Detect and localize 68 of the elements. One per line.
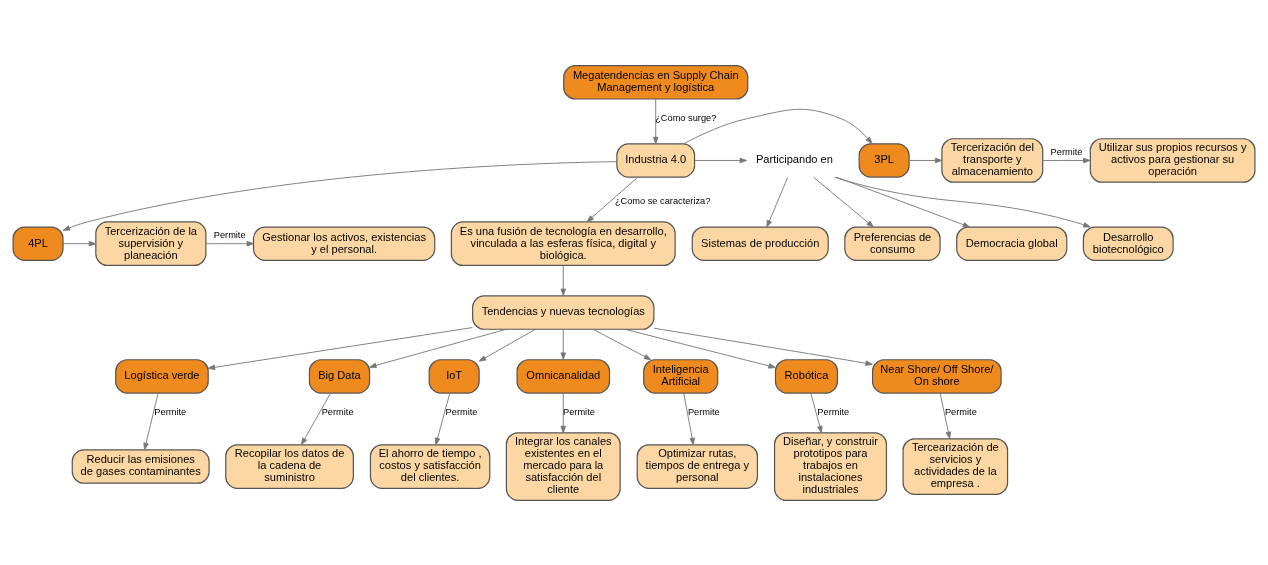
node-box: Logística verde — [115, 358, 209, 394]
node-box: El ahorro de tiempo , costos y satisfacción del clientes. — [369, 443, 491, 489]
arrow — [478, 328, 536, 362]
edge-label: ¿Como se caracteriza? — [614, 195, 711, 206]
node-box: Tendencias y nuevas tecnologías — [472, 294, 655, 330]
arrow — [653, 327, 873, 366]
arrow — [813, 176, 874, 227]
node-box: Utilizar sus propios recursos y activos para gestionar su operación — [1089, 137, 1256, 183]
arrow — [1042, 157, 1091, 163]
arrow — [653, 98, 659, 144]
edge-label: Permite — [817, 406, 850, 417]
edge-label: ¿Como surge? — [655, 112, 717, 123]
node-box: 4PL — [12, 225, 64, 261]
node-text: Participando en — [755, 152, 833, 165]
arrow — [766, 176, 789, 227]
edge-label: Permite — [445, 406, 478, 417]
arrow — [836, 176, 971, 227]
node-box: Preferencias de consumo — [844, 225, 941, 261]
node-box: Reducir las emisiones de gases contaminantes — [71, 448, 210, 484]
node-box: Optimizar rutas, tiempos de entrega y personal — [636, 443, 759, 489]
arrow — [694, 157, 747, 163]
arrow — [434, 392, 451, 445]
node-box: Es una fusión de tecnología en desarrollo, vinculada a las esferas física, digital y biológica. — [450, 220, 676, 266]
arrow — [62, 240, 97, 246]
edge-label: Permite — [1050, 146, 1083, 157]
edge-label: Permite — [321, 406, 354, 417]
arrow — [683, 108, 873, 144]
arrow — [62, 160, 618, 231]
arrow — [810, 392, 823, 433]
arrow — [560, 328, 566, 360]
arrow — [369, 328, 507, 368]
arrow — [205, 240, 254, 246]
node-box: Robótica — [774, 358, 839, 394]
node-box: Near Shore/ Off Shore/ On shore — [871, 358, 1002, 394]
node-box: Industria 4.0 — [616, 142, 696, 178]
node-box: Gestionar los activos, existencias y el personal. — [252, 225, 436, 261]
edge-label: Permite — [687, 406, 720, 417]
arrow — [939, 392, 951, 439]
arrow — [143, 392, 159, 450]
node-box: Megatendencias en Supply Chain Management y logística — [563, 64, 749, 100]
arrow — [909, 157, 943, 163]
edge-label: Permite — [154, 406, 187, 417]
node-box: Omnicanalidad — [516, 358, 611, 394]
arrow — [592, 328, 652, 360]
arrow — [300, 392, 331, 445]
node-box: Diseñar, y construir prototipos para trabajos en instalaciones industriales — [773, 431, 888, 501]
arrow — [834, 176, 1091, 227]
node-box: 3PL — [858, 142, 910, 178]
arrow — [586, 176, 638, 222]
edge-label: Permite — [944, 406, 977, 417]
node-box: Tercerización del transporte y almacenamiento — [941, 137, 1044, 183]
arrow — [560, 264, 566, 296]
edge-label: Permite — [213, 229, 246, 240]
node-box: Democracia global — [956, 225, 1068, 261]
node-box: Sistemas de producción — [691, 225, 829, 261]
edge-label: Permite — [563, 406, 595, 417]
node-box: Tercerización de la supervisión y planeación — [95, 220, 207, 266]
arrow — [207, 326, 473, 370]
node-box: Desarrollo biotecnológico — [1082, 225, 1174, 261]
node-box: Recopilar los datos de la cadena de suministro — [225, 443, 354, 489]
node-box: IoT — [428, 358, 480, 394]
node-box: Inteligencia Artificial — [643, 358, 719, 394]
node-box: Integrar los canales existentes en el mercado para la satisfacción del cliente — [505, 431, 621, 501]
arrow — [683, 392, 695, 445]
arrow — [624, 328, 776, 369]
node-box: Tercearización de servicios y actividades de la empresa . — [902, 437, 1009, 495]
arrow — [560, 392, 566, 433]
node-box: Big Data — [308, 358, 371, 394]
